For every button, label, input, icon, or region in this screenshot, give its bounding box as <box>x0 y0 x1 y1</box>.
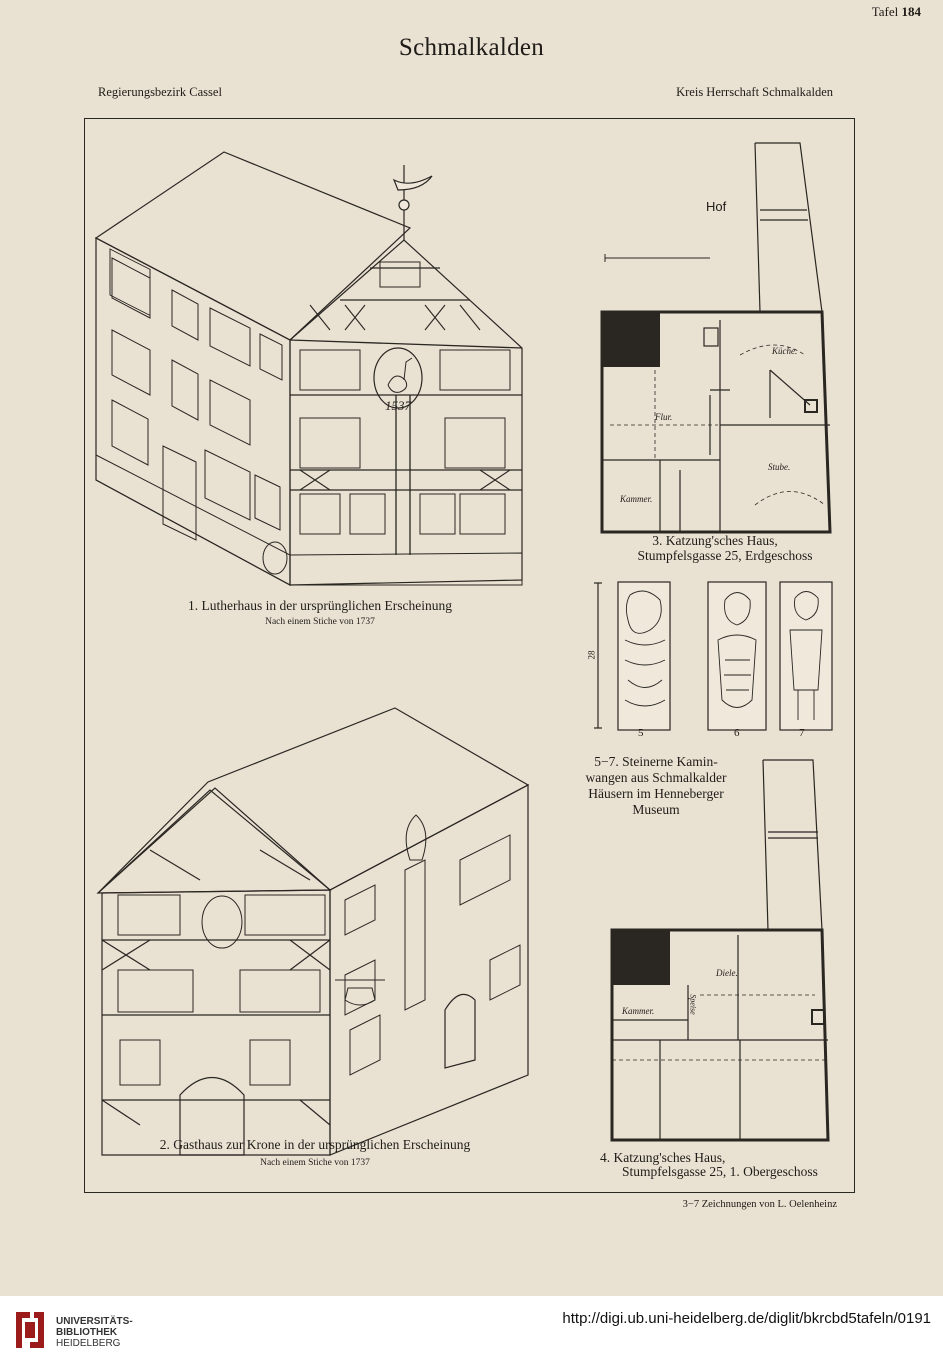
library-logo-icon <box>10 1306 50 1354</box>
room-label: Speise <box>688 994 698 1015</box>
figure-4-caption-line1: 4. Katzung'sches Haus, <box>600 1150 726 1165</box>
figure-4-caption-line2: Stumpfelsgasse 25, 1. Obergeschoss <box>622 1164 818 1179</box>
page-title: Schmalkalden <box>398 34 545 61</box>
figure-57-caption-line3: Häusern im Henneberger <box>588 786 724 801</box>
permalink-url[interactable]: http://digi.ub.uni-heidelberg.de/diglit/… <box>562 1310 931 1327</box>
figure-1-source: Nach einem Stiche von 1737 <box>265 617 375 627</box>
court-label: Hof <box>706 199 727 214</box>
drawing-credit: 3−7 Zeichnungen von L. Oelenheinz <box>682 1199 837 1210</box>
room-label: Flur. <box>655 412 673 422</box>
header-right: Kreis Herrschaft Schmalkalden <box>676 85 833 99</box>
library-name-line2: BIBLIOTHEK <box>56 1327 118 1338</box>
room-label: Küche. <box>772 346 798 356</box>
library-name-line1: UNIVERSITÄTS- <box>56 1316 133 1327</box>
room-label: Diele. <box>716 968 738 978</box>
figure-57-caption-line4: Museum <box>632 802 680 817</box>
room-label: Kammer. <box>620 494 653 504</box>
figure-number: 5 <box>638 727 644 739</box>
room-label: Stube. <box>768 462 791 472</box>
figure-1-caption: 1. Lutherhaus in der ursprünglichen Ersc… <box>188 598 452 613</box>
figure-number: 7 <box>799 727 805 739</box>
figure-3-caption-line2: Stumpfelsgasse 25, Erdgeschoss <box>637 548 813 563</box>
room-label: Kammer. <box>622 1006 655 1016</box>
plate-number: Tafel 184 <box>871 4 921 19</box>
plate-frame <box>84 118 855 1193</box>
figure-3-caption-line1: 3. Katzung'sches Haus, <box>652 533 778 548</box>
figure-number: 6 <box>734 727 740 739</box>
header-left: Regierungsbezirk Cassel <box>98 85 222 99</box>
dimension-label: 28 <box>586 650 597 660</box>
figure-57-caption-line2: wangen aus Schmalkalder <box>585 770 727 785</box>
figure-2-source: Nach einem Stiche von 1737 <box>260 1158 370 1168</box>
figure-57-caption-line1: 5−7. Steinerne Kamin- <box>594 754 718 769</box>
library-footer: UNIVERSITÄTS- BIBLIOTHEK HEIDELBERG http… <box>0 1296 943 1366</box>
library-name-line3: HEIDELBERG <box>56 1338 121 1349</box>
figure-2-caption: 2. Gasthaus zur Krone in der ursprünglic… <box>159 1137 471 1152</box>
